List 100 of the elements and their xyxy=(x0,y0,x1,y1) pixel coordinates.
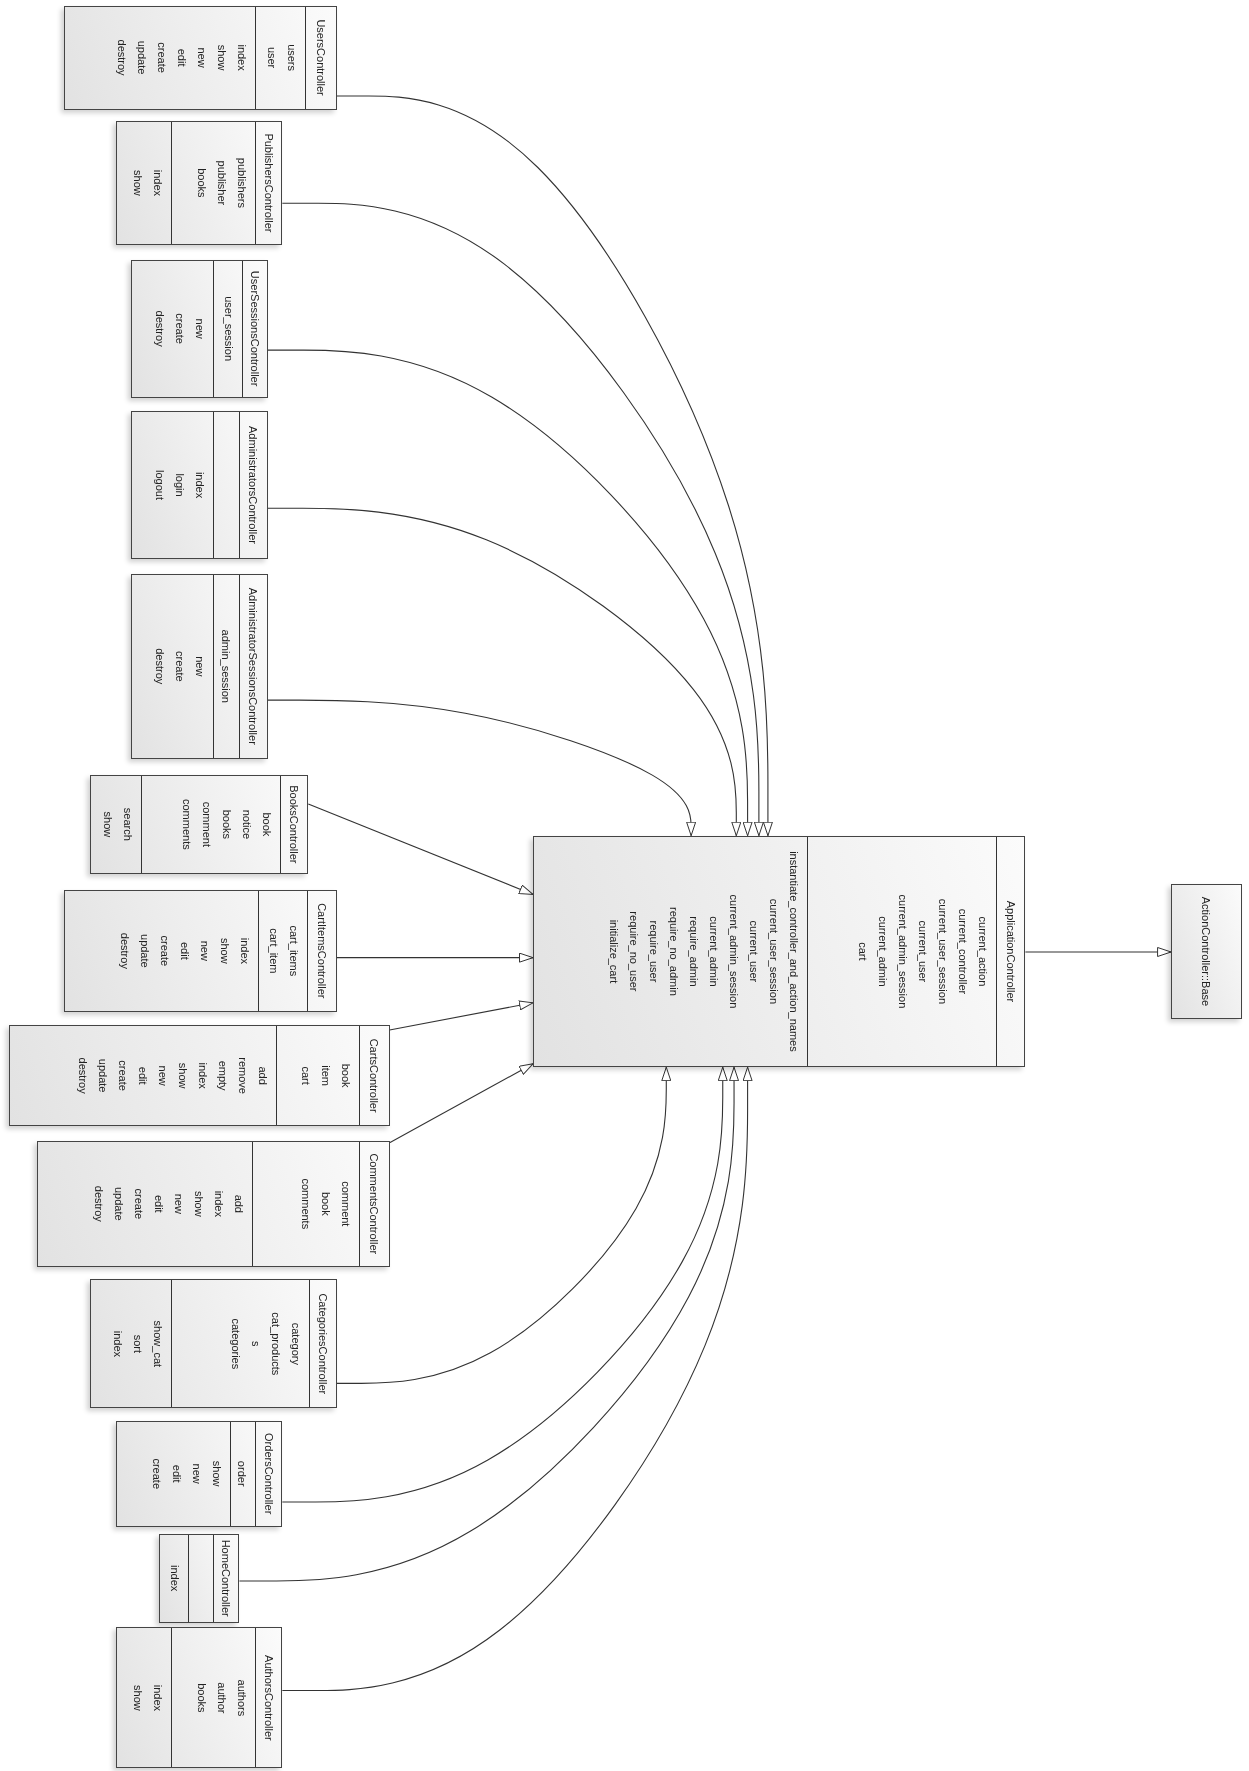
class-box xyxy=(1171,884,1243,1019)
member-name: require_no_user xyxy=(626,911,641,992)
class-name: CommentsController xyxy=(368,1153,381,1255)
member-name: users xyxy=(285,44,300,72)
class-box xyxy=(37,1140,390,1268)
member-name: current_user_session xyxy=(766,898,781,1004)
class-box xyxy=(131,411,268,559)
member-name: show xyxy=(192,1190,207,1217)
member-name: add xyxy=(255,1066,270,1085)
class-name: ApplicationController xyxy=(1004,900,1017,1003)
member-name: current_user_session xyxy=(936,898,951,1004)
class-box xyxy=(159,1533,240,1623)
member-name: index xyxy=(235,44,250,71)
member-name: book xyxy=(319,1191,334,1216)
inheritance-arrow xyxy=(267,507,742,837)
member-name: current_admin xyxy=(706,916,721,987)
member-name: index xyxy=(167,1565,182,1592)
member-name: index xyxy=(110,1330,125,1357)
member-name: new xyxy=(192,656,207,677)
inheritance-arrow xyxy=(335,952,534,963)
member-name: index xyxy=(212,1190,227,1217)
member-name: show xyxy=(101,811,116,838)
member-name: publishers xyxy=(235,157,250,208)
member-name: show xyxy=(217,938,232,964)
member-name: comments xyxy=(299,1178,314,1230)
member-name: authors xyxy=(235,1679,250,1717)
member-name: update xyxy=(112,1187,127,1221)
class-name: AdministratorSessionsController xyxy=(247,587,260,745)
member-name: show xyxy=(215,44,230,71)
inheritance-arrow xyxy=(1024,947,1172,957)
member-name: current_admin xyxy=(876,916,891,987)
member-name: create xyxy=(157,935,172,967)
member-name: book xyxy=(260,812,275,837)
member-name: index xyxy=(150,169,165,197)
member-name: initialize_cart xyxy=(606,919,621,984)
member-name: require_user xyxy=(646,920,661,983)
class-name: CartsController xyxy=(368,1038,381,1113)
member-name: cart xyxy=(299,1066,314,1085)
member-name: current_action xyxy=(976,916,991,987)
member-name: new xyxy=(192,318,207,339)
member-name: comment xyxy=(339,1181,354,1227)
member-name: destroy xyxy=(152,648,167,685)
member-name: destroy xyxy=(117,932,132,969)
class-name: ActionController::Base xyxy=(1199,896,1212,1007)
class-box xyxy=(116,120,283,246)
member-name: books xyxy=(220,809,235,840)
member-name: current_user xyxy=(916,920,931,983)
inheritance-arrow xyxy=(307,803,534,895)
class-name: CartItemsController xyxy=(316,903,328,999)
class-box xyxy=(9,1025,390,1126)
member-name: sort xyxy=(130,1334,145,1353)
class-name: PublishersController xyxy=(262,133,275,233)
inheritance-arrow xyxy=(335,95,773,837)
member-name: create xyxy=(132,1188,147,1220)
inheritance-arrow xyxy=(267,699,697,837)
member-name: comments xyxy=(180,799,195,850)
class-name: UsersController xyxy=(314,19,327,96)
member-name: user_session xyxy=(221,296,236,362)
member-name: current_admin_session xyxy=(726,894,741,1009)
member-name: user xyxy=(265,46,280,69)
inheritance-arrow xyxy=(335,1066,672,1384)
member-name: login xyxy=(172,473,187,497)
member-name: edit xyxy=(152,1194,167,1213)
class-name: OrdersController xyxy=(262,1433,275,1515)
member-name: order xyxy=(235,1460,250,1487)
member-name: cat_products xyxy=(268,1312,283,1376)
member-name: destroy xyxy=(152,310,167,347)
member-name: create xyxy=(155,42,170,73)
member-name: cart_item xyxy=(267,928,282,974)
class-name: CategoriesController xyxy=(316,1293,329,1395)
member-name: item xyxy=(319,1065,334,1087)
class-name: AdministratorsController xyxy=(247,426,260,544)
class-name: UserSessionsController xyxy=(248,270,261,387)
member-name: create xyxy=(172,313,187,344)
member-name: book xyxy=(339,1063,354,1088)
class-box xyxy=(64,889,337,1012)
inheritance-arrow xyxy=(267,349,753,837)
inheritance-arrow xyxy=(281,202,764,837)
member-name: admin_session xyxy=(218,629,233,703)
inheritance-arrow xyxy=(281,1066,753,1692)
member-name: show_cat xyxy=(150,1320,165,1368)
member-name: publisher xyxy=(215,160,230,206)
inheritance-arrow xyxy=(281,1066,728,1503)
member-name: index xyxy=(237,937,252,964)
member-name: show xyxy=(209,1460,224,1487)
member-name: current_admin_session xyxy=(896,894,911,1009)
member-name: s xyxy=(248,1341,263,1347)
member-name: require_no_admin xyxy=(666,907,681,996)
member-name: edit xyxy=(135,1066,150,1085)
member-name: remove xyxy=(235,1057,250,1094)
class-box xyxy=(533,835,1026,1068)
member-name: destroy xyxy=(75,1057,90,1094)
member-name: update xyxy=(137,934,152,968)
inheritance-arrow xyxy=(238,1066,740,1582)
member-name: update xyxy=(95,1058,110,1093)
member-name: new xyxy=(195,47,210,68)
member-name: add xyxy=(232,1194,247,1213)
member-name: new xyxy=(155,1065,170,1086)
member-name: logout xyxy=(152,470,167,500)
member-name: cart xyxy=(856,942,871,961)
